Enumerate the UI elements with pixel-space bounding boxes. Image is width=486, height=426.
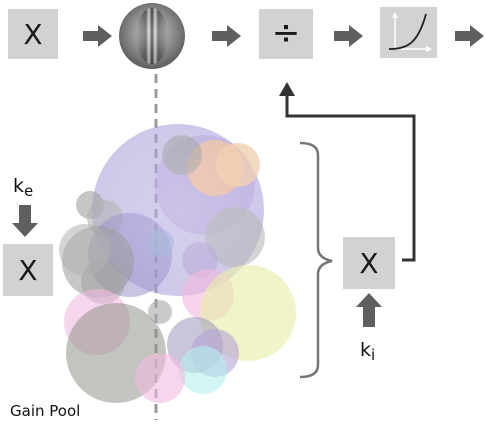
multiply-box-input: X — [8, 9, 58, 59]
ki-label: ki — [360, 339, 375, 364]
divide-box: ÷ — [259, 9, 313, 59]
feedback-line — [285, 94, 416, 262]
ki-arrow — [356, 293, 382, 327]
ke-sub: e — [24, 182, 34, 200]
arrow-2 — [212, 25, 241, 47]
arrow-1 — [83, 25, 112, 47]
ki-sub: i — [371, 346, 376, 364]
gain-pool-label: Gain Pool — [10, 402, 81, 420]
ki-base: k — [360, 339, 372, 361]
gain-pool-bracket — [299, 141, 333, 379]
gain-pool-blobs — [59, 124, 296, 403]
multiply-symbol-left: X — [18, 254, 38, 287]
multiply-symbol: X — [23, 18, 43, 51]
ke-label: ke — [13, 175, 33, 200]
multiply-box-excitatory: X — [3, 244, 53, 296]
arrow-4 — [455, 25, 484, 47]
divide-symbol: ÷ — [271, 13, 301, 53]
feedback-arrowhead — [279, 82, 295, 96]
multiply-box-inhibitory: X — [343, 237, 395, 289]
ke-base: k — [13, 175, 25, 197]
gabor-filter-icon — [119, 3, 185, 69]
arrow-3 — [334, 25, 363, 47]
ke-arrow — [12, 205, 38, 237]
nonlinearity-icon — [380, 7, 437, 58]
multiply-symbol-right: X — [359, 247, 379, 280]
